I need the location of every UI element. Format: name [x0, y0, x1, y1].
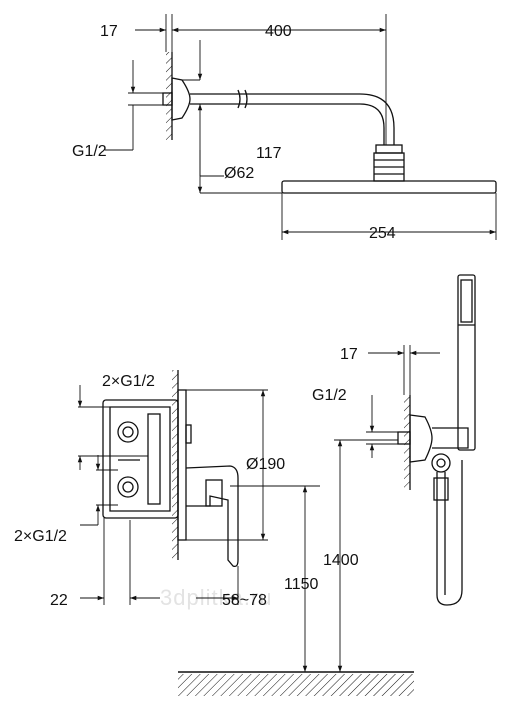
dim-mount-1400: 1400 — [323, 552, 359, 569]
dim-hand-thread: G1/2 — [312, 387, 347, 404]
dim-top-inlets: 2×G1/2 — [102, 373, 155, 390]
wall-flange-hand — [409, 414, 433, 463]
wall-hatch-mixer — [172, 370, 178, 560]
dim-arm-length: 400 — [265, 23, 292, 40]
valve-body — [102, 399, 179, 519]
mixer-lever — [185, 465, 239, 568]
shower-head-view — [105, 14, 497, 240]
cover-plate — [177, 389, 187, 541]
wall-flange — [171, 77, 191, 121]
hand-shower-handle — [457, 274, 476, 451]
wall-hatch-hand — [404, 395, 410, 490]
dim-projection: 58~78 — [222, 592, 267, 609]
hose-connector — [431, 453, 451, 473]
dim-head-width: 254 — [369, 225, 396, 242]
arm-break — [237, 89, 248, 109]
floor — [178, 671, 414, 696]
wall-hatch-top — [166, 52, 172, 140]
dim-mount-1150: 1150 — [284, 576, 319, 593]
watermark: 3dplitka.ru — [160, 585, 273, 610]
inlet-top — [117, 421, 139, 443]
mixer-view — [77, 370, 320, 672]
swivel-nut — [375, 144, 403, 154]
hose — [436, 460, 463, 606]
dim-flange-62: Ø62 — [224, 165, 254, 182]
dim-hand-top-small: 17 — [340, 346, 358, 363]
dim-top-small: 17 — [100, 23, 118, 40]
dim-bottom-inlets: 2×G1/2 — [14, 528, 67, 545]
inlet-bottom — [117, 476, 139, 498]
dim-plate-190: Ø190 — [246, 456, 285, 473]
dim-depth-22: 22 — [50, 592, 68, 609]
hand-shower-view — [334, 274, 476, 672]
shower-head-plate — [281, 180, 497, 194]
shower-arm — [190, 93, 395, 145]
dim-thread-top: G1/2 — [72, 143, 107, 160]
dim-height-117: 117 — [256, 145, 282, 162]
